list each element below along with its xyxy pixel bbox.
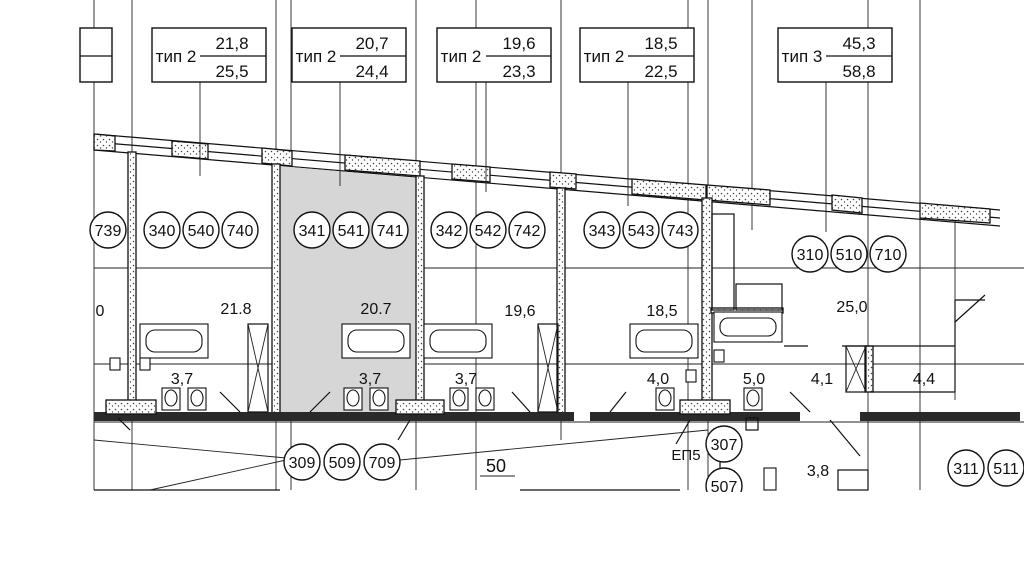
svg-text:309: 309: [289, 455, 316, 472]
room-area: 25,0: [836, 299, 867, 316]
svg-text:511: 511: [993, 461, 1019, 478]
apartment-number: 540: [182, 211, 220, 249]
room-area: 0: [96, 303, 105, 320]
facade-wall: [93, 133, 1001, 227]
bathroom-fixtures: [109, 311, 783, 491]
unit-box-2: тип 2 20,7 24,4: [291, 27, 407, 83]
svg-text:743: 743: [667, 223, 694, 240]
unit-area-living: 19,6: [502, 34, 535, 53]
unit-area-total: 24,4: [355, 62, 388, 81]
room-area: 19,6: [504, 303, 535, 320]
apartment-number: 509: [323, 443, 361, 481]
svg-text:741: 741: [377, 223, 404, 240]
svg-text:311: 311: [953, 461, 979, 478]
highlighted-apartment-341: [280, 166, 416, 412]
unit-area-total: 25,5: [215, 62, 248, 81]
unit-box-1: тип 2 21,8 25,5: [151, 27, 267, 83]
apartment-number: 510: [830, 235, 868, 273]
svg-text:709: 709: [369, 455, 396, 472]
unit-area-total: 22,5: [644, 62, 677, 81]
unit-area-living: 21,8: [215, 34, 248, 53]
unit-area-living: 45,3: [842, 34, 875, 53]
svg-text:509: 509: [329, 455, 356, 472]
apartment-number: 541: [332, 211, 370, 249]
svg-text:740: 740: [227, 223, 254, 240]
svg-text:510: 510: [836, 247, 863, 264]
unit-box-3: тип 2 19,6 23,3: [436, 27, 552, 83]
unit-area-living: 18,5: [644, 34, 677, 53]
svg-text:542: 542: [475, 223, 502, 240]
unit-area-total: 23,3: [502, 62, 535, 81]
unit-type-label: тип 2: [441, 47, 482, 66]
corridor: [93, 417, 869, 491]
svg-text:541: 541: [338, 223, 365, 240]
apartment-number-circles: 739 340 540 740 341 541 741 342 542 742 …: [89, 211, 1024, 505]
svg-text:307: 307: [711, 437, 738, 454]
room-area-labels: 0 21.8 20.7 19,6 18,5 25,0 3,7 3,7 3,7 4…: [96, 299, 936, 480]
apartment-number: 543: [622, 211, 660, 249]
svg-text:342: 342: [436, 223, 463, 240]
apartment-number: 710: [869, 235, 907, 273]
unit-type-label: тип 3: [782, 47, 823, 66]
svg-text:710: 710: [875, 247, 902, 264]
apartment-number: 311: [947, 449, 985, 487]
room-area: 3,8: [807, 463, 829, 480]
unit-box-left: [79, 27, 113, 83]
svg-text:742: 742: [514, 223, 541, 240]
room-area: 4,0: [647, 371, 669, 388]
svg-text:340: 340: [149, 223, 176, 240]
apartment-number: 307: [705, 425, 743, 463]
apartment-number: 340: [143, 211, 181, 249]
room-area: 20.7: [360, 301, 391, 318]
stair-label: ЕП5: [671, 447, 700, 464]
svg-text:739: 739: [95, 223, 122, 240]
apartment-number: 341: [293, 211, 331, 249]
room-area: 18,5: [646, 303, 677, 320]
apartment-number: 742: [508, 211, 546, 249]
apartment-number: 310: [791, 235, 829, 273]
unit-area-living: 20,7: [355, 34, 388, 53]
room-area: 21.8: [220, 301, 251, 318]
svg-text:543: 543: [628, 223, 655, 240]
unit-type-label: тип 2: [584, 47, 625, 66]
partition-walls: [94, 151, 1020, 421]
svg-text:507: 507: [711, 479, 738, 496]
apartment-number: 741: [371, 211, 409, 249]
room-area: 4,1: [811, 371, 833, 388]
room-area: 5,0: [743, 371, 765, 388]
corridor-number: 50: [486, 456, 506, 476]
apartment-number: 739: [89, 211, 127, 249]
svg-text:343: 343: [589, 223, 616, 240]
apartment-number: 342: [430, 211, 468, 249]
svg-text:310: 310: [797, 247, 824, 264]
apartment-number: 743: [661, 211, 699, 249]
apartment-number: 542: [469, 211, 507, 249]
apartment-number: 709: [363, 443, 401, 481]
doors: [117, 323, 867, 457]
apartment-number: 309: [283, 443, 321, 481]
apartment-number: 343: [583, 211, 621, 249]
room-area: 3,7: [455, 371, 477, 388]
room-area: 3,7: [171, 371, 193, 388]
room-area: 3,7: [359, 371, 381, 388]
unit-type-label: тип 2: [296, 47, 337, 66]
unit-box-5: тип 3 45,3 58,8: [777, 27, 893, 83]
svg-text:540: 540: [188, 223, 215, 240]
unit-box-4: тип 2 18,5 22,5: [579, 27, 695, 83]
svg-text:341: 341: [299, 223, 326, 240]
apartment-number: 511: [987, 449, 1024, 487]
unit-area-total: 58,8: [842, 62, 875, 81]
unit-type-boxes: тип 2 21,8 25,5 тип 2 20,7 24,4 тип 2 19…: [79, 27, 893, 83]
unit-type-label: тип 2: [156, 47, 197, 66]
apartment-number: 740: [221, 211, 259, 249]
room-area: 4,4: [913, 371, 935, 388]
